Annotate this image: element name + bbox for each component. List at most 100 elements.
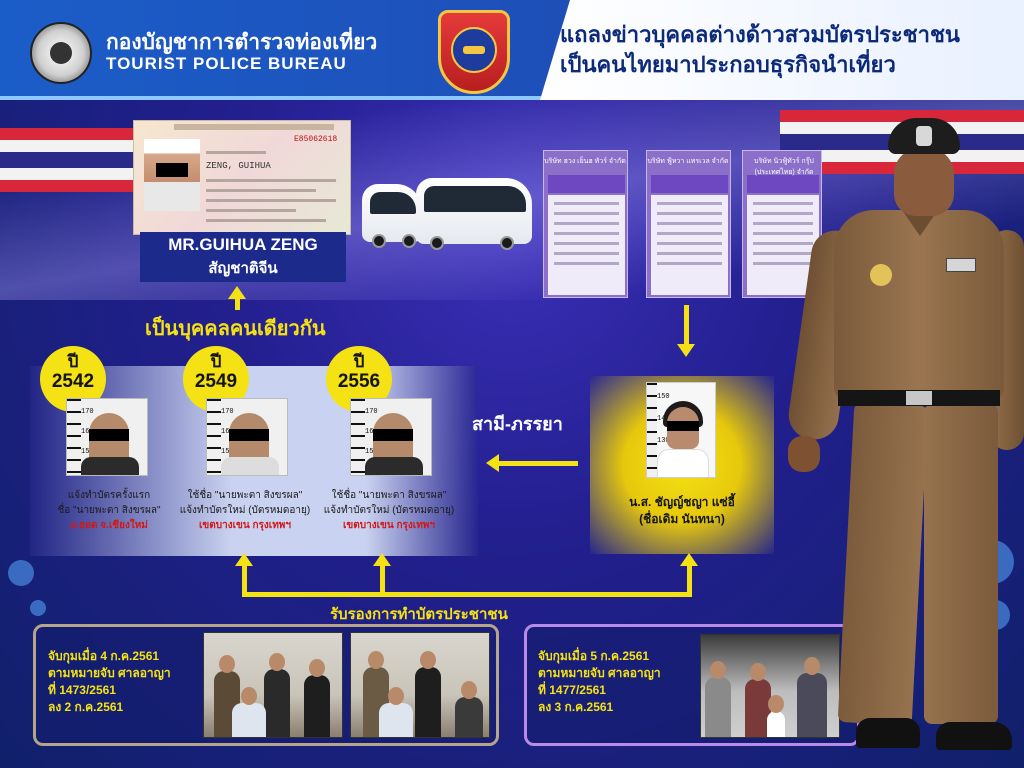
- censor-bar: [89, 429, 129, 441]
- passport-text-line: [206, 199, 336, 202]
- year-value: 2549: [194, 371, 238, 392]
- arrest-date: จับกุมเมื่อ 4 ก.ค.2561: [48, 649, 160, 663]
- censor-bar: [667, 421, 699, 431]
- arrest-photo: [203, 632, 343, 738]
- photo-person: [264, 653, 290, 737]
- bus-wheel: [372, 234, 386, 248]
- censor-bar: [373, 429, 413, 441]
- record-line-2: ชื่อ "นายพะตา สิงขรผล": [57, 505, 161, 516]
- passport-text-line: [206, 219, 326, 222]
- mugshot-body: [365, 457, 423, 475]
- arrest-warrant: ตามหมายจับ ศาลอาญา: [48, 666, 171, 680]
- tour-bus-image: [362, 184, 422, 248]
- year-value: 2556: [337, 371, 381, 392]
- arrest-warrant-date: ลง 2 ก.ค.2561: [48, 700, 124, 714]
- height-scale: [207, 399, 221, 475]
- arrow-shaft: [684, 305, 689, 345]
- spouse-body: [657, 449, 709, 477]
- connector-line: [687, 564, 692, 597]
- arrest-details-2: จับกุมเมื่อ 5 ก.ค.2561 ตามหมายจับ ศาลอาญ…: [538, 648, 661, 716]
- arrest-date: จับกุมเมื่อ 5 ก.ค.2561: [538, 649, 650, 663]
- mugshot-photo: 170160150140: [66, 398, 148, 476]
- arrow-up-icon: [680, 553, 698, 566]
- censor-bar: [229, 429, 269, 441]
- arrest-warrant-date: ลง 3 ก.ค.2561: [538, 700, 614, 714]
- arrow-up-icon: [235, 553, 253, 566]
- year-value: 2542: [51, 371, 95, 392]
- arrest-photo: [350, 632, 490, 738]
- arrow-up-icon: [373, 553, 391, 566]
- photo-person: [232, 687, 266, 737]
- company-document-band: [651, 175, 728, 193]
- height-scale: [351, 399, 365, 475]
- passport-photo: [144, 139, 200, 211]
- connector-line: [242, 564, 247, 597]
- org-name-thai: กองบัญชาการตำรวจท่องเที่ยว: [106, 31, 378, 54]
- headline-line-1: แถลงข่าวบุคคลต่างด้าวสวมบัตรประชาชน: [560, 22, 960, 47]
- arrest-warrant-number: ที่ 1473/2561: [48, 683, 116, 697]
- bus-wheel: [402, 234, 416, 248]
- spouse-relation-label: สามี-ภรรยา: [472, 414, 563, 434]
- photo-person: [705, 661, 731, 737]
- officer-beret: [888, 118, 960, 154]
- company-label-2: บริษัท ฟู้หวา แทรเวล จำกัด: [647, 158, 729, 165]
- headline-line-2: เป็นคนไทยมาประกอบธุรกิจนำเที่ยว: [560, 52, 896, 77]
- record-line-1: ใช้ชื่อ "นายพะตา สิงขรผล": [187, 490, 303, 501]
- passport-name: ZENG, GUIHUA: [206, 161, 271, 171]
- record-text-2549: ใช้ชื่อ "นายพะตา สิงขรผล" แจ้งทำบัตรใหม่…: [170, 488, 320, 533]
- mugshot-body: [81, 457, 139, 475]
- decor-bubble: [8, 560, 34, 586]
- police-officer-image: [785, 118, 1024, 768]
- year-prefix: ปี: [67, 352, 79, 371]
- company-document-paper: [747, 195, 819, 295]
- record-location: อ.ฮอด จ.เชียงใหม่: [70, 520, 148, 531]
- passport-header-band: [174, 124, 334, 130]
- company-document-paper: [651, 195, 728, 295]
- tour-bus-image: [416, 178, 532, 250]
- arrest-details-1: จับกุมเมื่อ 4 ก.ค.2561 ตามหมายจับ ศาลอาญ…: [48, 648, 171, 716]
- badge-emblem: [451, 27, 497, 73]
- tourist-police-badge-icon: [438, 10, 510, 94]
- officer-belt-buckle: [906, 391, 932, 405]
- mugshot-photo: 170160150140: [350, 398, 432, 476]
- passport-text-line: [206, 179, 336, 182]
- officer-shoe: [856, 718, 920, 748]
- photo-person: [304, 659, 330, 737]
- record-text-2542: แจ้งทำบัตรครั้งแรก ชื่อ "นายพะตา สิงขรผล…: [34, 488, 184, 533]
- officer-face: [894, 148, 954, 216]
- height-scale: [647, 383, 657, 477]
- record-location: เขตบางเขน กรุงเทพฯ: [343, 520, 435, 531]
- same-person-label: เป็นบุคคลคนเดียวกัน: [145, 318, 326, 340]
- header-headline-panel: [540, 0, 1024, 100]
- mugshot-body: [221, 457, 279, 475]
- officer-torso: [834, 210, 1004, 400]
- company-label-3: บริษัท นิวฟู้ทัวร์ กรุ๊ป (ประเทศไทย) จำก…: [754, 158, 814, 176]
- officer-hand: [788, 436, 820, 472]
- arrow-left-icon: [486, 454, 499, 472]
- suspect-nationality: สัญชาติจีน: [208, 260, 278, 277]
- officer-leg: [924, 404, 998, 724]
- officer-name-badge: [946, 258, 976, 272]
- suspect-name-plate: MR.GUIHUA ZENG สัญชาติจีน: [140, 232, 346, 282]
- record-line-2: แจ้งทำบัตรใหม่ (บัตรหมดอายุ): [323, 505, 455, 516]
- connector-line: [380, 564, 385, 597]
- bus-wheel: [430, 236, 444, 250]
- company-document-band: [747, 175, 819, 193]
- id-certification-label: รับรองการทำบัตรประชาชน: [330, 606, 508, 623]
- arrow-shaft: [235, 298, 240, 310]
- spouse-caption: น.ส. ชัญญ์ชญา แซ่อี้ (ชื่อเดิม นันทนา): [590, 494, 774, 528]
- photo-person: [455, 681, 483, 737]
- photo-person: [379, 687, 413, 737]
- spouse-name: น.ส. ชัญญ์ชญา แซ่อี้: [629, 495, 735, 509]
- flag-stripe-right-red: [780, 110, 1024, 122]
- spouse-former-name: (ชื่อเดิม นันทนา): [639, 512, 725, 526]
- record-line-2: แจ้งทำบัตรใหม่ (บัตรหมดอายุ): [179, 505, 311, 516]
- spouse-photo: 150140130120: [646, 382, 716, 478]
- decor-bubble: [30, 600, 46, 616]
- org-name-english: TOURIST POLICE BUREAU: [106, 54, 347, 73]
- passport-image: E85062618 ZENG, GUIHUA: [133, 120, 351, 235]
- photo-person: [797, 657, 827, 737]
- year-prefix: ปี: [353, 352, 365, 371]
- suspect-name-english: MR.GUIHUA ZENG: [168, 235, 318, 254]
